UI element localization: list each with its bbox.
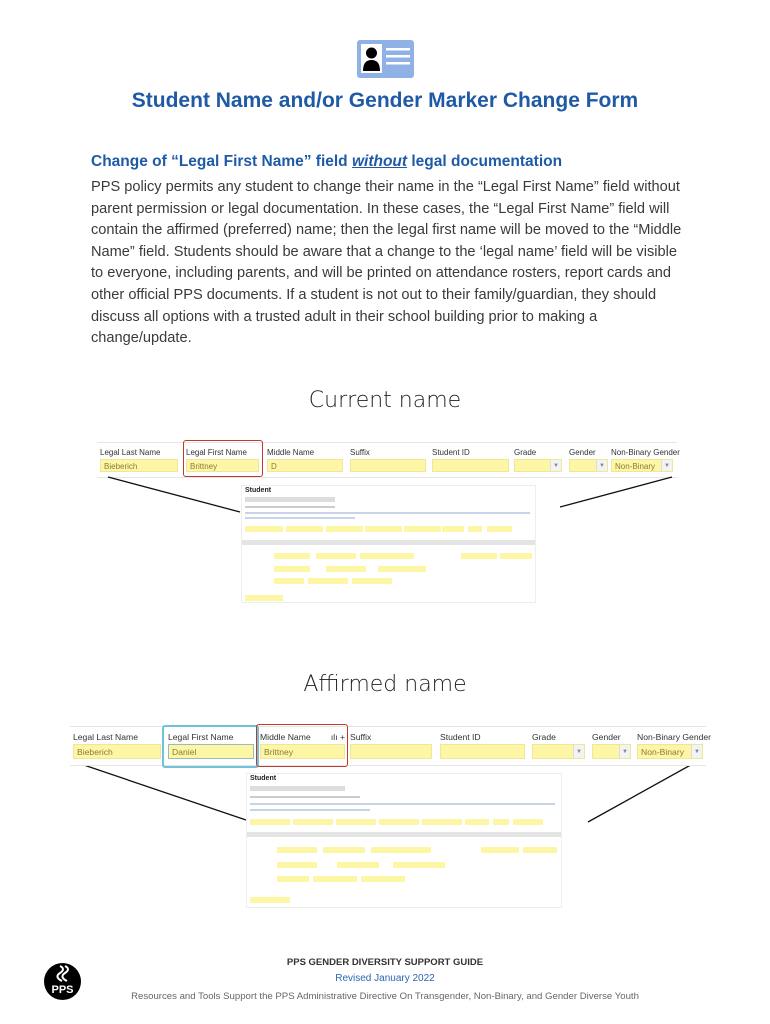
legal-last-name-input[interactable]: Bieberich xyxy=(73,744,161,759)
field-label: Student ID xyxy=(440,732,481,742)
field-grade: Grade ▼ xyxy=(514,448,562,472)
gender-select[interactable]: ▼ xyxy=(569,459,608,472)
grade-select[interactable]: ▼ xyxy=(532,744,585,759)
chevron-down-icon: ▼ xyxy=(550,460,561,471)
field-label: Legal First Name xyxy=(186,448,247,457)
non-binary-gender-select[interactable]: Non-Binary▼ xyxy=(637,744,703,759)
grade-select[interactable]: ▼ xyxy=(514,459,562,472)
heading-emphasis: without xyxy=(351,153,408,170)
field-student-id: Student ID xyxy=(440,732,525,759)
footer-revised-date: Revised January 2022 xyxy=(335,973,435,984)
id-card-icon xyxy=(357,40,414,83)
field-label: Student ID xyxy=(432,448,470,457)
field-label: Gender xyxy=(569,448,596,457)
field-label: Suffix xyxy=(350,448,370,457)
student-id-input[interactable] xyxy=(440,744,525,759)
affirmed-name-caption: Affirmed name xyxy=(303,672,467,697)
field-label: Legal Last Name xyxy=(73,732,138,742)
suffix-input[interactable] xyxy=(350,459,426,472)
legal-first-name-input[interactable]: Brittney xyxy=(186,459,259,472)
field-suffix: Suffix xyxy=(350,448,426,472)
footer-guide-title: PPS GENDER DIVERSITY SUPPORT GUIDE xyxy=(286,957,484,968)
field-label: Legal Last Name xyxy=(100,448,161,457)
field-tools-icon[interactable]: ılı + xyxy=(330,732,345,742)
highlight-box xyxy=(183,440,263,477)
current-name-caption: Current name xyxy=(308,388,462,413)
field-gender: Gender ▼ xyxy=(592,732,631,759)
field-grade: Grade ▼ xyxy=(532,732,585,759)
section-heading: Change of “Legal First Name” field witho… xyxy=(91,153,562,171)
page-title: Student Name and/or Gender Marker Change… xyxy=(131,89,639,112)
suffix-input[interactable] xyxy=(350,744,432,759)
affirmed-student-screen: Student xyxy=(246,773,562,908)
highlight-box xyxy=(256,724,348,767)
footer-tagline: Resources and Tools Support the PPS Admi… xyxy=(131,991,639,1002)
gender-select[interactable]: ▼ xyxy=(592,744,631,759)
pps-logo: PPS xyxy=(44,963,81,1000)
field-suffix: Suffix xyxy=(350,732,432,759)
field-student-id: Student ID xyxy=(432,448,509,472)
middle-name-input[interactable]: Brittney xyxy=(260,744,345,759)
chevron-down-icon: ▼ xyxy=(661,460,672,471)
heading-text: Change of “Legal First Name” field xyxy=(91,153,352,170)
field-label: Non-Binary Gender xyxy=(637,732,712,742)
middle-name-input[interactable]: D xyxy=(267,459,343,472)
legal-last-name-input[interactable]: Bieberich xyxy=(100,459,178,472)
field-label: Middle Name xyxy=(267,448,315,457)
non-binary-gender-select[interactable]: Non-Binary▼ xyxy=(611,459,673,472)
student-id-input[interactable] xyxy=(432,459,509,472)
highlight-box xyxy=(162,725,259,768)
field-label: Suffix xyxy=(350,732,372,742)
mini-title: Student xyxy=(250,775,277,782)
field-label: Gender xyxy=(592,732,621,742)
heading-text: legal documentation xyxy=(407,153,563,170)
chevron-down-icon: ▼ xyxy=(573,745,584,758)
chevron-down-icon: ▼ xyxy=(619,745,630,758)
field-label: Non-Binary Gender xyxy=(611,448,680,457)
legal-first-name-input[interactable]: Daniel xyxy=(168,744,254,759)
mini-title: Student xyxy=(245,487,272,494)
field-label: Grade xyxy=(514,448,537,457)
field-label: Legal First Name xyxy=(168,732,234,742)
field-label: Grade xyxy=(532,732,556,742)
field-gender: Gender▼ xyxy=(569,448,608,472)
chevron-down-icon: ▼ xyxy=(596,460,607,471)
section-body: PPS policy permits any student to change… xyxy=(91,179,682,347)
chevron-down-icon: ▼ xyxy=(691,745,702,758)
current-student-screen: Student xyxy=(241,485,536,603)
